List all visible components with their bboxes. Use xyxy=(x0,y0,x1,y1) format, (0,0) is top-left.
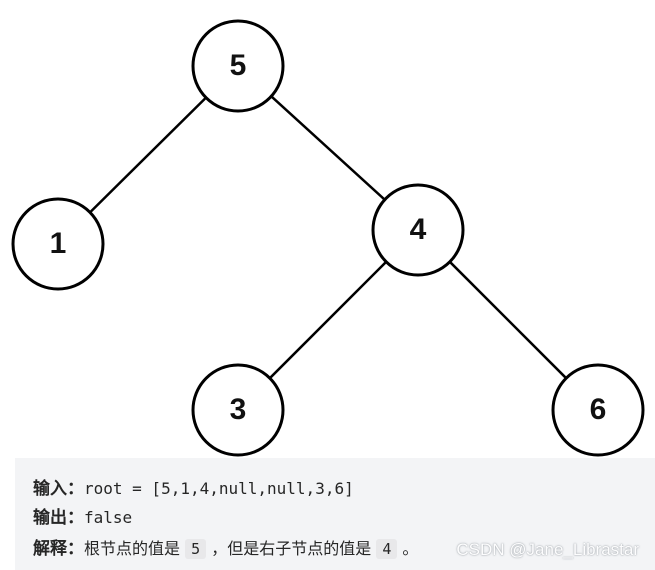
explanation-code-1: 5 xyxy=(185,539,207,559)
binary-tree-diagram: 5 1 4 3 6 xyxy=(11,19,645,457)
tree-node-circle xyxy=(551,363,645,457)
explanation-line: 解释：根节点的值是 5 ，但是右子节点的值是 4 。 xyxy=(33,537,418,561)
tree-node-label: 1 xyxy=(50,227,67,260)
tree-node-circle xyxy=(191,19,285,113)
output-value: false xyxy=(84,508,133,527)
output-line: 输出：false xyxy=(33,506,132,530)
tree-node-5: 5 xyxy=(191,19,285,113)
tree-node-3: 3 xyxy=(191,363,285,457)
output-label: 输出： xyxy=(33,508,84,528)
explanation-text-2: ，但是右子节点的值是 xyxy=(206,539,377,558)
tree-edge-n5-n1 xyxy=(89,96,207,214)
tree-node-1: 1 xyxy=(11,197,105,291)
watermark: CSDN @Jane_Librastar xyxy=(456,540,639,559)
tree-edge-n4-n6 xyxy=(448,260,568,380)
tree-edges xyxy=(89,95,568,380)
tree-nodes: 5 1 4 3 6 xyxy=(11,19,645,457)
input-line: 输入：root = [5,1,4,null,null,3,6] xyxy=(33,477,354,501)
tree-node-circle xyxy=(191,363,285,457)
tree-node-label: 5 xyxy=(230,49,247,82)
explanation-label: 解释： xyxy=(33,539,84,559)
tree-node-label: 3 xyxy=(230,393,247,426)
tree-edge-n5-n4 xyxy=(270,95,386,201)
tree-node-circle xyxy=(11,197,105,291)
explanation-code-2: 4 xyxy=(376,539,398,559)
tree-node-label: 4 xyxy=(410,213,427,246)
tree-node-4: 4 xyxy=(371,183,465,277)
example-box: 输入：root = [5,1,4,null,null,3,6] 输出：false… xyxy=(15,458,655,570)
tree-node-label: 6 xyxy=(590,393,607,426)
tree-edge-n4-n3 xyxy=(268,260,388,380)
input-label: 输入： xyxy=(33,479,84,499)
tree-node-circle xyxy=(371,183,465,277)
explanation-text-1: 根节点的值是 xyxy=(84,539,186,558)
input-value: root = [5,1,4,null,null,3,6] xyxy=(84,479,354,498)
tree-node-6: 6 xyxy=(551,363,645,457)
explanation-text-3: 。 xyxy=(397,539,419,558)
